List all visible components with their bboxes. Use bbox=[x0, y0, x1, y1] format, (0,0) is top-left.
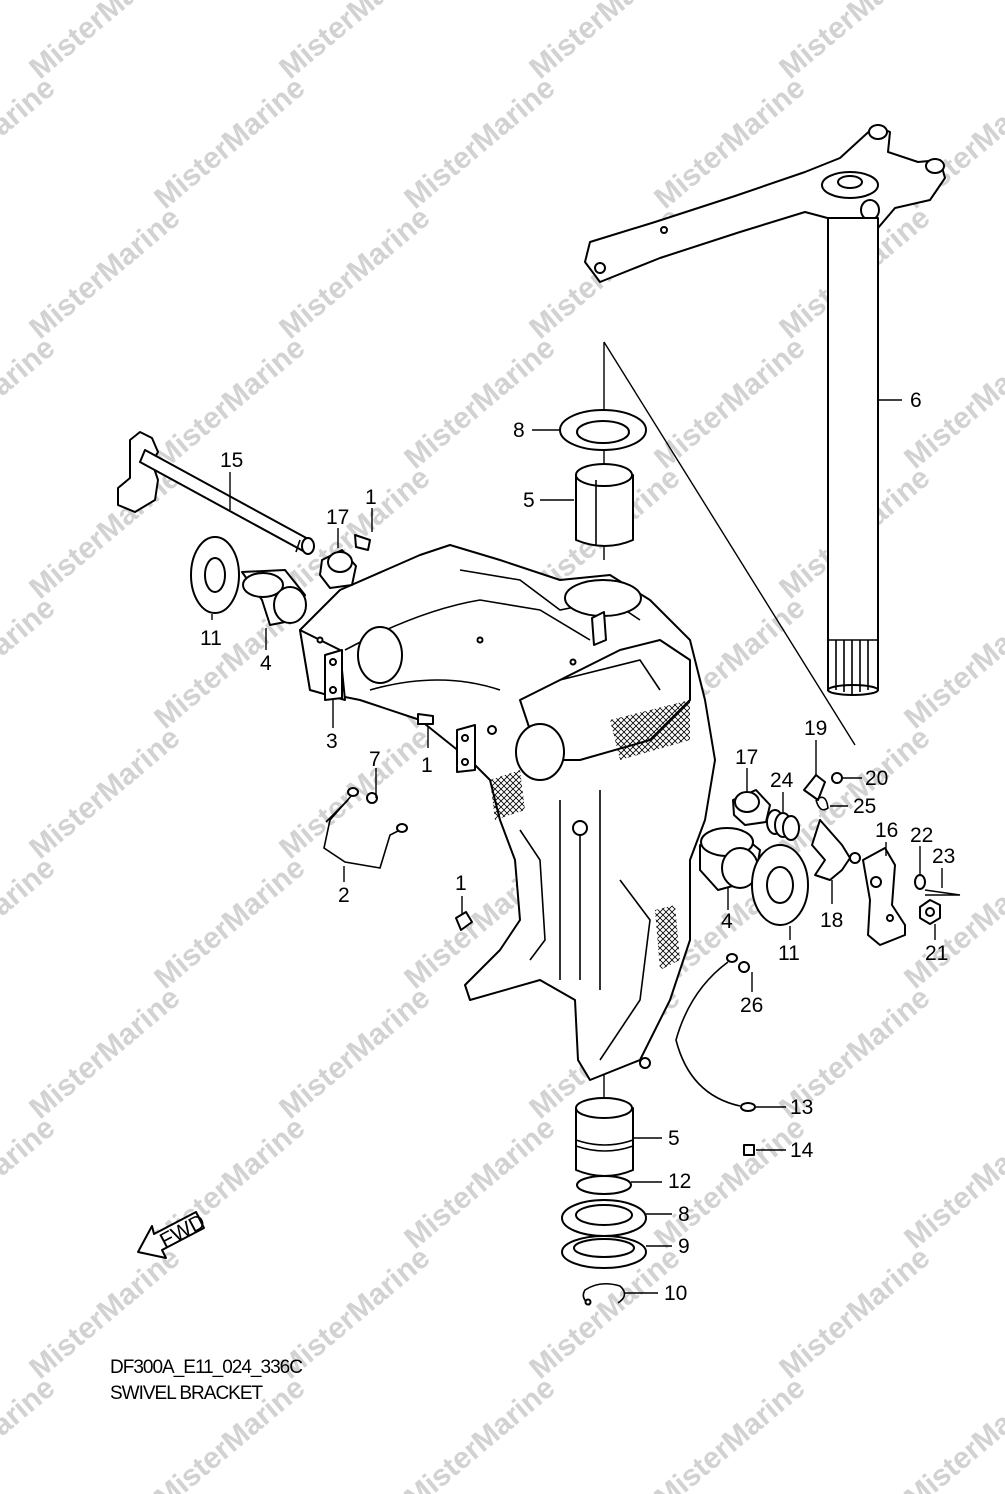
callout-8-bottom: 8 bbox=[678, 1203, 690, 1226]
plate-16 bbox=[862, 847, 906, 946]
bushing-5-top bbox=[575, 463, 634, 547]
callout-labels: 6 8 5 15 17 1 11 4 3 1 7 2 1 19 20 17 24… bbox=[200, 389, 955, 1305]
watermark-text: MisterMarine bbox=[0, 1111, 61, 1255]
callout-21: 21 bbox=[925, 942, 948, 965]
callout-14: 14 bbox=[790, 1139, 814, 1162]
washer-8-bottom bbox=[561, 1199, 647, 1237]
callout-22: 22 bbox=[910, 824, 933, 847]
watermark-text: MisterMarine bbox=[398, 1371, 561, 1494]
callout-8-top: 8 bbox=[513, 419, 525, 442]
bushing-17-left bbox=[319, 549, 357, 589]
callout-3: 3 bbox=[326, 730, 338, 753]
callout-11-left: 11 bbox=[200, 627, 222, 650]
watermark-text: MisterMarine bbox=[148, 851, 311, 995]
callout-16: 16 bbox=[875, 819, 898, 842]
watermark-text: MisterMarine bbox=[23, 981, 186, 1125]
callout-4-right: 4 bbox=[721, 910, 733, 933]
watermark-text: MisterMarine bbox=[898, 591, 1005, 735]
watermark-text: MisterMarine bbox=[398, 331, 561, 475]
steering-arm bbox=[584, 124, 946, 283]
bolt-14 bbox=[743, 1144, 755, 1156]
callout-6: 6 bbox=[910, 389, 922, 412]
callout-20: 20 bbox=[865, 767, 888, 790]
grease-nipple-1b bbox=[417, 713, 497, 735]
callout-2: 2 bbox=[338, 884, 350, 907]
watermark-text: MisterMarine bbox=[23, 201, 186, 345]
callout-17-right: 17 bbox=[735, 746, 758, 769]
watermark-text: MisterMarine bbox=[0, 71, 61, 215]
callout-1-low: 1 bbox=[455, 872, 467, 895]
grease-nipple-1a bbox=[354, 534, 371, 551]
watermark-text: MisterMarine bbox=[773, 1241, 936, 1385]
callout-17-left: 17 bbox=[326, 506, 349, 529]
callout-7: 7 bbox=[369, 748, 381, 771]
nut-21 bbox=[919, 899, 941, 925]
cotter-pin-23 bbox=[924, 889, 961, 896]
bushing-5-bottom bbox=[575, 1097, 634, 1177]
circlip-10 bbox=[582, 1282, 626, 1306]
watermark-text: MisterMarine bbox=[898, 1111, 1005, 1255]
callout-23: 23 bbox=[932, 845, 955, 868]
watermark-text: MisterMarine bbox=[0, 591, 61, 735]
diagram-code: DF300A_E11_024_336C bbox=[110, 1357, 303, 1378]
callout-4-left: 4 bbox=[260, 652, 272, 675]
ground-wire-13 bbox=[675, 953, 756, 1112]
spring-24 bbox=[766, 809, 800, 841]
watermark-text: MisterMarine bbox=[148, 71, 311, 215]
callout-19: 19 bbox=[804, 717, 827, 740]
callout-13: 13 bbox=[790, 1096, 813, 1119]
watermark-text: MisterMarine bbox=[898, 1371, 1005, 1494]
watermark-text: MisterMarine bbox=[648, 1371, 811, 1494]
watermark-text: MisterMarine bbox=[398, 71, 561, 215]
watermark-text: MisterMarine bbox=[898, 851, 1005, 995]
washer-22 bbox=[914, 874, 926, 890]
washer-9 bbox=[561, 1235, 647, 1269]
bushing-4-right bbox=[699, 827, 761, 891]
watermark-text: MisterMarine bbox=[773, 0, 936, 85]
watermark-text: MisterMarine bbox=[273, 981, 436, 1125]
callout-25: 25 bbox=[853, 795, 876, 818]
ring-12 bbox=[576, 1175, 632, 1195]
bracket-plate-3 bbox=[324, 649, 476, 773]
watermark-text: MisterMarine bbox=[0, 851, 61, 995]
callout-9: 9 bbox=[678, 1235, 690, 1258]
callout-24: 24 bbox=[770, 769, 794, 792]
swivel-bracket-body bbox=[299, 544, 716, 1081]
callout-11-right: 11 bbox=[778, 942, 800, 965]
watermark-text: MisterMarine bbox=[23, 461, 186, 605]
bolt-20 bbox=[831, 772, 843, 784]
callout-5-top: 5 bbox=[523, 489, 535, 512]
diagram-caption: SWIVEL BRACKET bbox=[110, 1383, 263, 1404]
callout-18: 18 bbox=[820, 909, 843, 932]
callout-5-bottom: 5 bbox=[668, 1127, 680, 1150]
watermark-text: MisterMarine bbox=[398, 1111, 561, 1255]
washer-8-top bbox=[559, 409, 647, 451]
callout-15: 15 bbox=[220, 449, 243, 472]
bushing-17-right bbox=[732, 789, 771, 826]
pivot-pin-15 bbox=[117, 431, 315, 555]
watermark-text: MisterMarine bbox=[648, 331, 811, 475]
watermark-text: MisterMarine bbox=[523, 0, 686, 85]
clip-19 bbox=[803, 774, 826, 801]
callout-26: 26 bbox=[740, 994, 763, 1017]
watermark-text: MisterMarine bbox=[273, 0, 436, 85]
callout-10: 10 bbox=[664, 1282, 687, 1305]
lead-wire-2 bbox=[323, 787, 408, 869]
washer-11-left bbox=[190, 536, 240, 614]
watermark-text: MisterMarine bbox=[23, 721, 186, 865]
watermark-text: MisterMarine bbox=[273, 201, 436, 345]
spring-25 bbox=[815, 796, 829, 811]
pilot-shaft bbox=[827, 217, 879, 696]
callout-1-top: 1 bbox=[365, 486, 377, 509]
bushing-4-left bbox=[241, 569, 307, 626]
callout-1-mid: 1 bbox=[421, 754, 433, 777]
watermark-text: MisterMarine bbox=[23, 0, 186, 85]
leader-lines bbox=[211, 399, 943, 1294]
lever-18 bbox=[811, 819, 861, 881]
watermark-text: MisterMarine bbox=[0, 331, 61, 475]
callout-12: 12 bbox=[668, 1170, 691, 1193]
watermark-text: MisterMarine bbox=[0, 1371, 61, 1494]
washer-11-right bbox=[751, 844, 809, 926]
